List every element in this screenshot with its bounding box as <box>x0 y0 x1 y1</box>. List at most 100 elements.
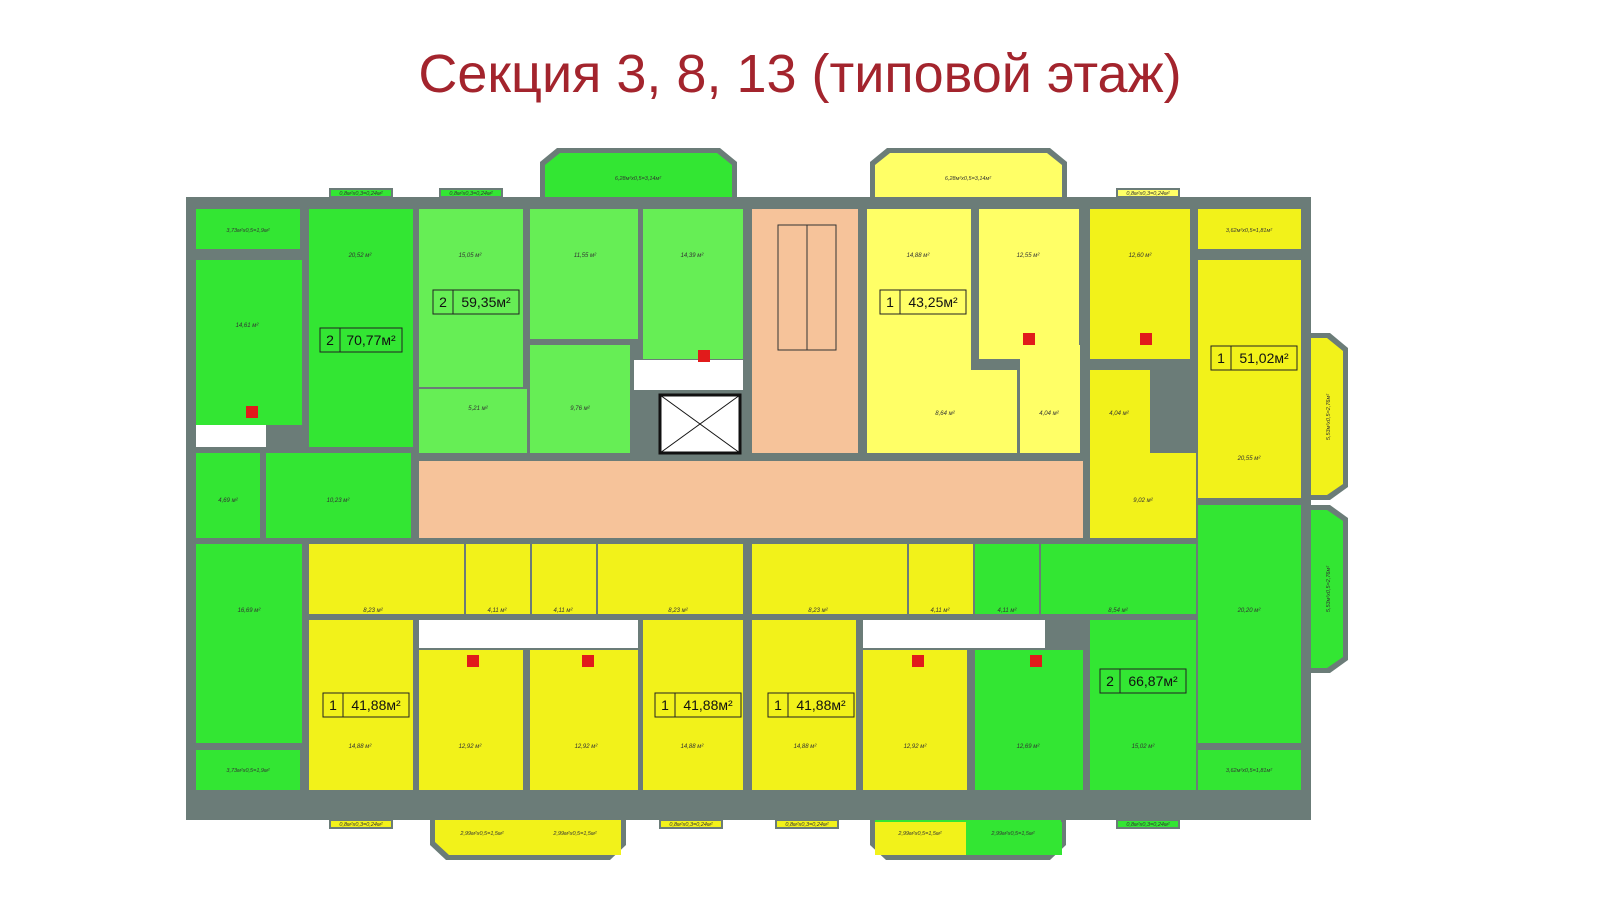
apt-rooms: 1 <box>886 294 894 310</box>
balcony-label: 2,99м²х0,5=1,5м² <box>459 831 503 837</box>
room-8-54 <box>1041 544 1196 614</box>
bath-4-04-right <box>1090 370 1150 453</box>
room-area-label: 5,21 м² <box>468 406 488 412</box>
room-area-label: 8,23 м² <box>668 608 688 614</box>
bath-4-11-a <box>466 544 530 614</box>
balcony-label: 2,99м²х0,5=1,5м² <box>552 831 596 837</box>
apt-rooms: 2 <box>326 332 334 348</box>
apt-area: 43,25м² <box>908 294 958 310</box>
wet-zone-bottom-left <box>419 620 638 648</box>
apt-label-66-87: 2 66,87м² <box>1099 668 1187 694</box>
room-area-label: 20,20 м² <box>1237 608 1262 614</box>
room-area-label: 14,61 м² <box>236 323 260 329</box>
loggia-bottom-4 <box>1116 819 1180 829</box>
loggia-bottom-3 <box>775 819 839 829</box>
apt-rooms: 1 <box>1217 350 1225 366</box>
loggia-top-2 <box>439 188 503 198</box>
room-area-label: 14,88 м² <box>794 744 818 750</box>
apt-label-41-88-a: 1 41,88м² <box>322 692 410 718</box>
room-area-label: 10,23 м² <box>327 498 351 504</box>
room-14-61 <box>196 260 302 425</box>
room-16-69 <box>196 544 302 743</box>
apt-rooms: 2 <box>439 294 447 310</box>
room-20-55 <box>1198 260 1301 498</box>
apt-rooms: 1 <box>774 697 782 713</box>
room-area-label: 14,88 м² <box>907 253 931 259</box>
bay-window-right-lower-fill <box>1311 510 1343 668</box>
stairwell <box>752 209 858 453</box>
room-area-label: 4,69 м² <box>218 498 238 504</box>
riser-2 <box>698 350 710 362</box>
balcony-label: 0,8м²х0,3=0,24м² <box>1126 191 1169 197</box>
room-14-88-b <box>309 620 413 790</box>
room-14-88-c <box>643 620 743 790</box>
balcony-label: 6,28м²х0,5=3,14м² <box>615 176 661 182</box>
room-area-label: 14,88 м² <box>349 744 373 750</box>
room-12-92-a <box>419 650 523 790</box>
room-area-label: 12,92 м² <box>904 744 928 750</box>
room-area-label: 4,11 м² <box>487 608 507 614</box>
room-area-label: 4,04 м² <box>1039 411 1059 417</box>
room-area-label: 12,92 м² <box>459 744 483 750</box>
room-area-label: 8,54 м² <box>1108 608 1128 614</box>
bath-4-11-c <box>909 544 973 614</box>
balcony-label: 0,8м²х0,3=0,24м² <box>449 191 492 197</box>
balcony-label: 0,8м²х0,3=0,24м² <box>339 822 382 828</box>
bay-window-bottom-right-half <box>966 822 1062 855</box>
bay-window-bottom-left-second <box>526 822 621 855</box>
apt-area: 51,02м² <box>1239 350 1289 366</box>
room-area-label: 15,02 м² <box>1132 744 1156 750</box>
balcony-label: 5,53м²х0,5=2,76м² <box>1326 394 1332 440</box>
room-area-label: 8,23 м² <box>363 608 383 614</box>
loggia-top-3 <box>1116 188 1180 198</box>
apt-area: 59,35м² <box>461 294 511 310</box>
room-area-label: 14,39 м² <box>681 253 705 259</box>
balcony-top-left <box>196 209 300 249</box>
bath-4-11-d <box>975 544 1039 614</box>
balcony-label: 3,62м²х0,5=1,81м² <box>1226 768 1272 774</box>
apt-area: 70,77м² <box>346 332 396 348</box>
balcony-label: 0,8м²х0,3=0,24м² <box>339 191 382 197</box>
room-area-label: 12,92 м² <box>575 744 599 750</box>
corridor <box>419 461 1083 538</box>
loggia-bottom-2 <box>659 819 723 829</box>
room-8-23-b <box>598 544 743 614</box>
balcony-label: 2,99м²х0,5=1,5м² <box>897 831 941 837</box>
balcony-label: 2,99м²х0,5=1,5м² <box>990 831 1034 837</box>
bay-window-bottom-right-yellow-half <box>875 822 966 855</box>
room-14-39 <box>643 209 743 359</box>
apt-area: 41,88м² <box>683 697 733 713</box>
wet-zone-left <box>196 425 266 447</box>
room-area-label: 11,55 м² <box>574 253 597 259</box>
room-11-55 <box>530 209 638 339</box>
balcony-label: 3,73м²х0,5=1,9м² <box>226 228 269 234</box>
apt-area: 66,87м² <box>1128 673 1178 689</box>
apt-label-70-77: 2 70,77м² <box>319 327 403 353</box>
apt-rooms: 2 <box>1106 673 1114 689</box>
room-area-label: 9,76 м² <box>570 406 590 412</box>
room-12-92-b <box>530 650 638 790</box>
apt-area: 41,88м² <box>796 697 846 713</box>
room-10-23 <box>266 453 411 538</box>
wet-zone-bottom-right <box>863 620 1045 648</box>
page-title: Секция 3, 8, 13 (типовой этаж) <box>418 44 1182 104</box>
room-area-label: 12,55 м² <box>1017 253 1041 259</box>
wet-zone-green-2 <box>634 360 743 390</box>
balcony-bottom-right <box>1198 750 1301 790</box>
balcony-label: 6,28м²х0,5=3,14м² <box>945 176 991 182</box>
apt-label-51-02: 1 51,02м² <box>1210 345 1298 371</box>
balcony-label: 0,8м²х0,3=0,24м² <box>785 822 828 828</box>
bay-window-right-upper-fill <box>1311 338 1343 495</box>
apt-label-41-88-c: 1 41,88м² <box>767 692 855 718</box>
loggia-top-1 <box>329 188 393 198</box>
riser-4 <box>1140 333 1152 345</box>
room-area-label: 16,69 м² <box>238 608 262 614</box>
bath-4-04-left <box>1020 345 1080 453</box>
bay-window-top-left-fill <box>545 153 732 197</box>
apt-label-59-35: 2 59,35м² <box>432 289 520 315</box>
room-area-label: 14,88 м² <box>681 744 705 750</box>
riser-3 <box>1023 333 1035 345</box>
room-area-label: 12,69 м² <box>1017 744 1041 750</box>
apt-area: 41,88м² <box>351 697 401 713</box>
room-8-23-c <box>752 544 907 614</box>
